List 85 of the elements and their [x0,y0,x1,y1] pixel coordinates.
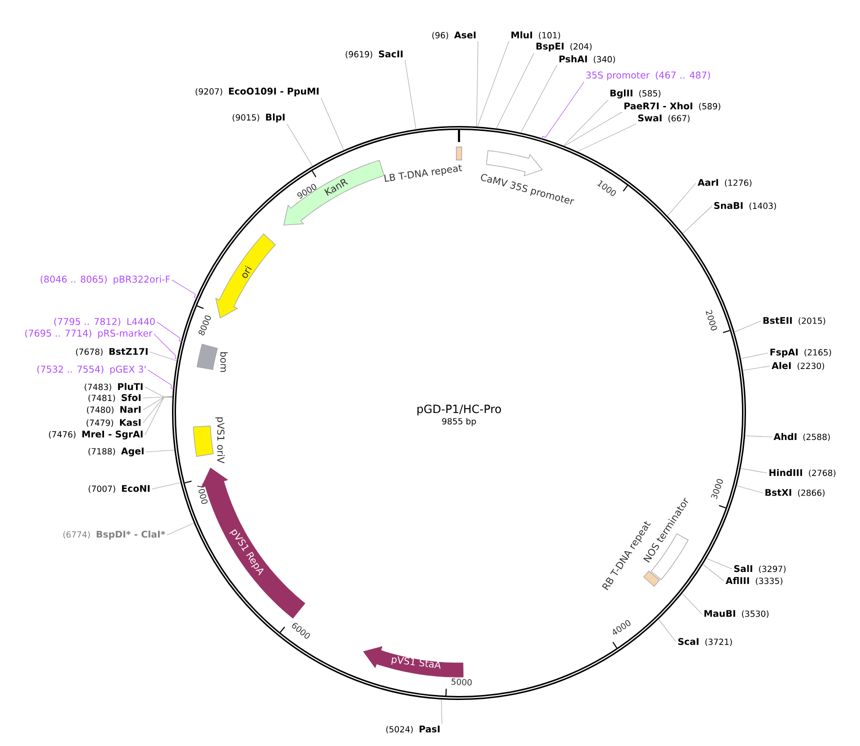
leader-line [286,124,313,166]
scale-tick: 2000 [706,310,730,334]
restriction-site-label: SnaBI (1403) [714,202,776,210]
leader-line [682,206,712,234]
feature-box: pVS1 oriV [193,417,225,464]
leader-line [166,522,194,536]
leader-line [682,593,702,614]
leader-line [740,352,768,359]
restriction-site-label: SalI (3297) [734,564,786,574]
restriction-site-label: BglII (585) [610,89,660,98]
restriction-site-label: PaeR7I - XhoI (589) [624,102,720,110]
primer-label: (8046 .. 8065) pBR322ori-F [40,276,170,285]
restriction-site-label: (9619) SacII [346,50,403,58]
restriction-site-label: PshAI (340) [559,55,615,64]
restriction-site-label: AarI (1276) [698,179,752,187]
restriction-site-label: (9207) EcoO109I - PpuMI [196,88,319,96]
leader-line [144,396,173,436]
restriction-site-label: BstEII (2015) [763,317,826,325]
restriction-site-label: (5024) PasI [386,726,440,734]
leader-line [667,182,696,216]
node-label: pVS1 oriV [215,417,225,464]
scale-tick: 8000 [196,305,211,336]
leader-line [577,124,636,152]
leader-line [542,82,584,140]
restriction-site-label: (7479) KasI [86,419,141,427]
leader-line [144,386,173,398]
restriction-site-label: (6774) BspDI* - ClaI* [63,530,166,540]
leader-line [156,322,182,342]
leader-line [172,280,198,299]
leader-line [744,435,772,438]
leader-line [706,558,732,570]
primer-label: (7795 .. 7812) L4440 [54,318,155,326]
restriction-site-label: (7188) AgeI [88,448,144,456]
sequence-length: 9855 bp [442,418,476,426]
leader-line [152,482,181,490]
leader-line [496,52,534,129]
leader-line [563,100,608,146]
primer-label: 35S promoter (467 .. 487) [586,71,710,80]
restriction-site-label: HindIII (2768) [769,468,836,478]
restriction-site-label: (7480) NarI [87,406,141,414]
restriction-site-label: MluI (101) [511,31,560,40]
leader-line [740,468,768,474]
leader-line [476,40,478,127]
leader-line [148,370,174,389]
feature-box: LB T-DNA repeat [384,146,462,182]
plasmid-name: pGD-P1/HC-Pro [417,404,501,416]
restriction-site-label: AhdI (2588) [774,432,830,442]
restriction-site-label: AflIII (3335) [726,576,782,586]
node-label: CaMV 35S promoter [481,174,574,204]
restriction-site-label: (7481) SfoI [88,394,141,402]
leader-line [477,40,510,127]
leader-line [404,60,416,130]
primer-label: (7532 .. 7554) pGEX 3' [37,366,146,375]
leader-line [736,486,764,494]
leader-line [142,396,173,424]
leader-line [320,98,344,150]
feature-box: bom [196,344,228,372]
restriction-site-label: FspAI (2165) [770,348,832,358]
leader-line [441,699,442,724]
scale-tick: 3000 [711,479,726,508]
restriction-site-label: (96) AseI [432,32,476,40]
restriction-site-label: SwaI (667) [638,114,690,122]
scale-tick: 5000 [445,678,472,696]
restriction-site-label: ScaI (3721) [678,638,732,646]
leader-line [150,352,178,362]
restriction-site-label: (7483) PluTI [84,382,143,392]
restriction-site-label: (7476) MreI - SgrAI [49,430,143,440]
leader-line [702,564,724,582]
restriction-site-label: AleI (2230) [772,362,824,370]
restriction-site-label: BstXI (2866) [765,489,825,497]
leader-line [658,618,676,642]
leader-line [154,334,178,360]
leader-line [520,64,558,133]
primer-label: (7695 .. 7714) pRS-marker [25,330,152,339]
leader-line [564,112,622,146]
restriction-site-label: (9015) BlpI [232,114,285,122]
node-label: bom [220,352,228,372]
leader-line [146,450,175,452]
node-label: LB T-DNA repeat [384,164,462,182]
restriction-site-label: MauBI (3530) [704,610,768,618]
restriction-site-label: BspEI (204) [536,42,592,52]
leader-line [742,366,770,371]
leader-line [734,320,762,332]
restriction-site-label: (7678) BstZ17I [76,348,148,356]
restriction-site-label: (7007) EcoNI [88,485,150,493]
